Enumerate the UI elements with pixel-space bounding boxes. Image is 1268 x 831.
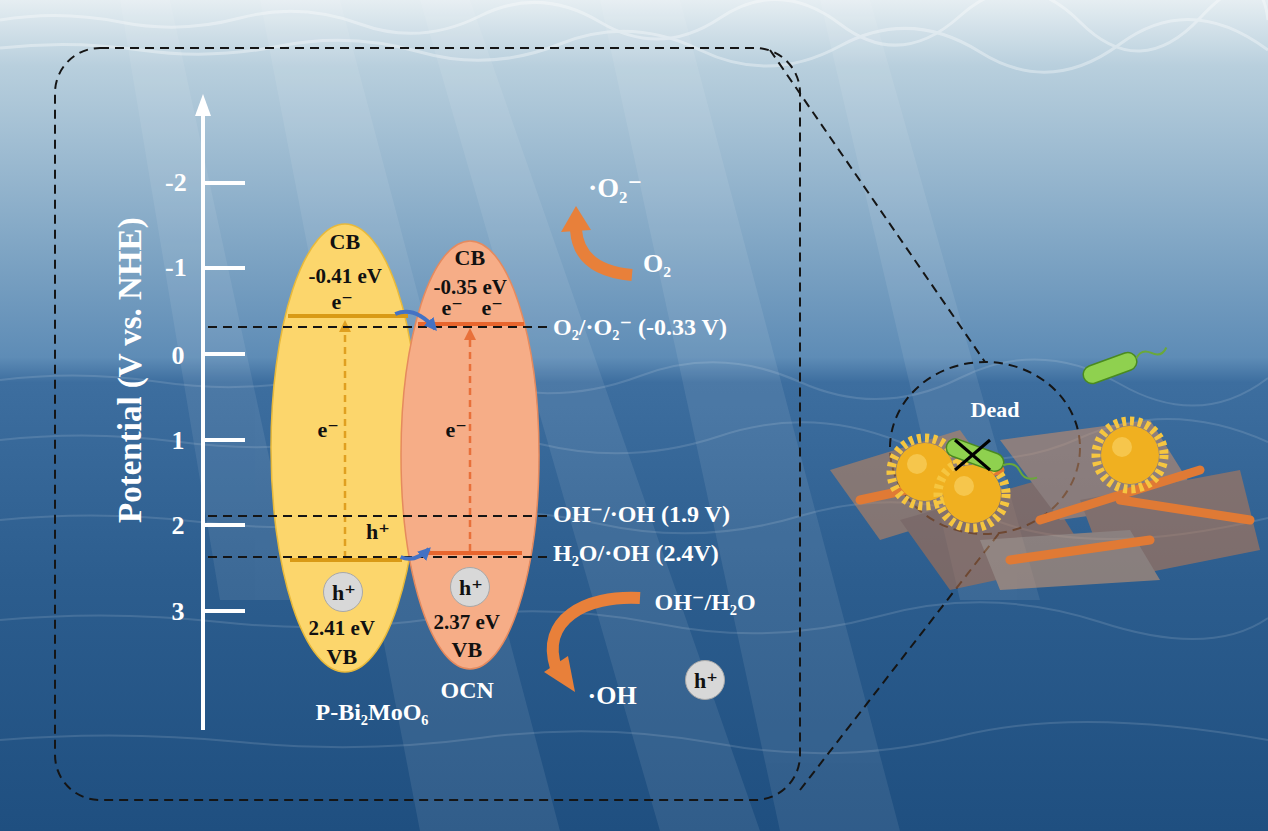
electron-label: e⁻ [442, 296, 463, 320]
species-label: O₂ [643, 250, 671, 279]
hole-label: h⁺ [694, 669, 718, 693]
band-ellipse: CB-0.35 eVe⁻e⁻e⁻2.37 eVVBOCNh⁺ [400, 240, 540, 670]
hole-circle: h⁺ [685, 660, 725, 700]
arrow-head [464, 328, 476, 340]
band-label: VB [452, 638, 483, 662]
band-label: VB [327, 645, 358, 669]
material-name: P-Bi₂MoO₆ [316, 699, 429, 725]
tick-label: 1 [172, 427, 185, 456]
band-edge [420, 551, 522, 555]
hole-circle: h⁺ [323, 572, 363, 612]
radical-label: ·OH [588, 682, 637, 711]
transfer-arrow [401, 549, 429, 559]
transfer-arrow [395, 312, 435, 329]
band-edge [290, 558, 402, 562]
electron-label: e⁻ [332, 290, 353, 314]
band-label: CB [455, 246, 486, 270]
band-potential: -0.41 eV [309, 265, 382, 288]
tick-label: 0 [172, 342, 185, 371]
status-label: Dead [971, 398, 1020, 422]
radical-label: ·O₂⁻ [588, 173, 642, 204]
tick-label: 3 [172, 598, 185, 627]
material-name: OCN [441, 677, 494, 703]
potential-label: OH⁻/·OH (1.9 V) [553, 501, 730, 527]
species-label: OH⁻/H₂O [655, 589, 756, 615]
potential-label: H₂O/·OH (2.4V) [553, 540, 719, 566]
hole-label: h⁺ [332, 581, 356, 605]
excitation-arrow [469, 340, 472, 551]
axis-title: Potential (V vs. NHE) [112, 217, 148, 523]
excitation-arrow [344, 332, 347, 558]
electron-label: e⁻ [318, 418, 339, 442]
electron-label: e⁻ [482, 296, 503, 320]
band-ellipse: CB-0.41 eVe⁻e⁻2.41 eVVBP-Bi₂MoO₆h⁺ [270, 223, 420, 673]
tick-label: -1 [165, 254, 187, 283]
band-shape [401, 241, 539, 669]
tick-label: -2 [165, 169, 187, 198]
band-label: CB [330, 230, 361, 254]
band-potential: 2.41 eV [309, 617, 376, 640]
arrow-head [339, 320, 351, 332]
band-edge [418, 322, 524, 326]
electron-label: e⁻ [446, 418, 467, 442]
tick-label: 2 [172, 512, 185, 541]
hole-label: h⁺ [366, 520, 390, 544]
hole-label: h⁺ [459, 576, 483, 600]
band-edge [288, 314, 408, 318]
band-potential: 2.37 eV [434, 611, 501, 634]
potential-label: O₂/·O₂⁻ (-0.33 V) [553, 314, 727, 340]
hole-circle: h⁺ [450, 567, 490, 607]
band-shape [271, 224, 419, 672]
